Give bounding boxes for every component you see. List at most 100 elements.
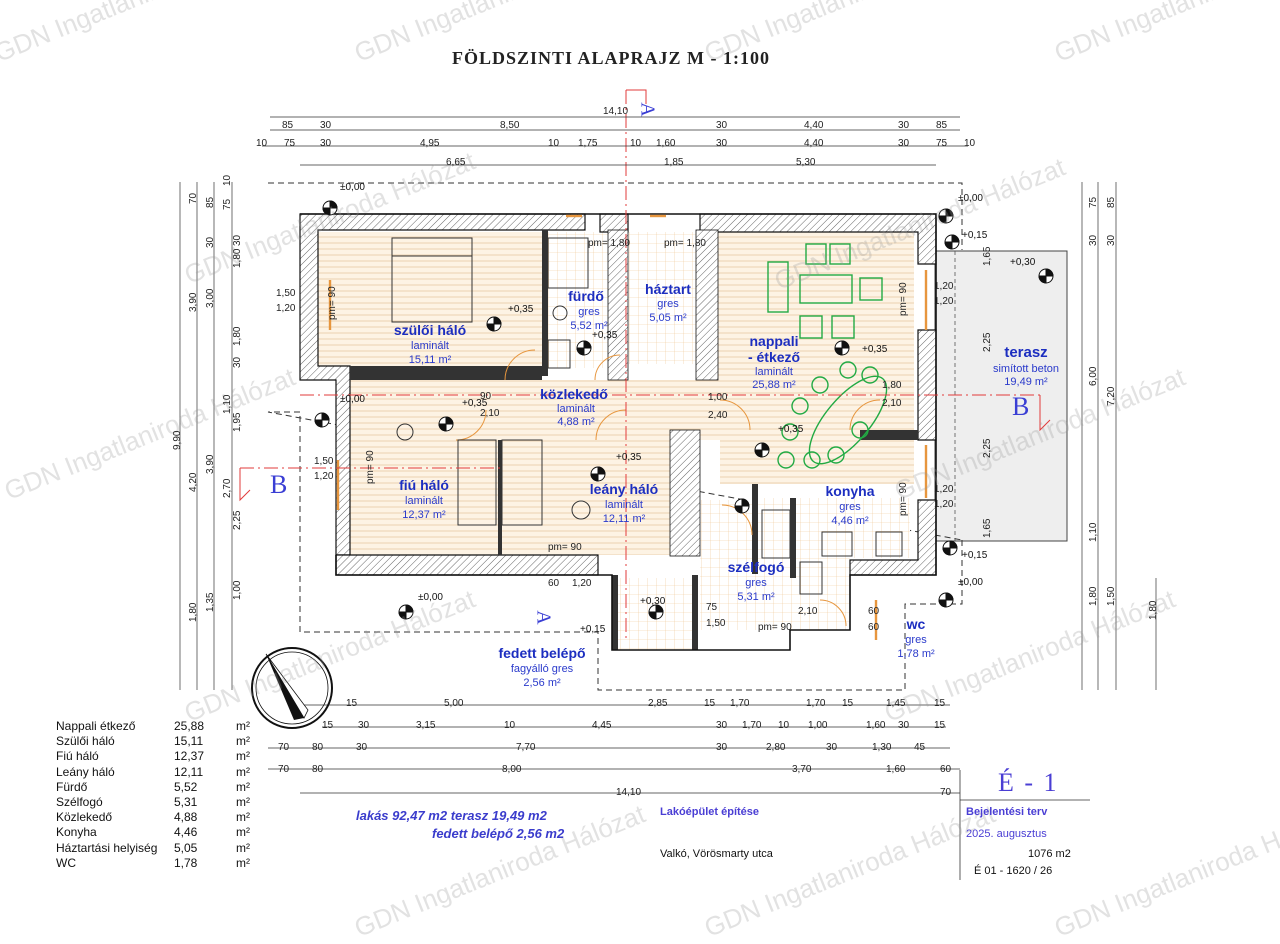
dimension-label: 1,80 (232, 326, 243, 346)
room-floor: laminált (405, 495, 443, 507)
plan-label: pm= 1,80 (588, 238, 630, 249)
plan-label: 60 (868, 622, 880, 633)
area-unit: m² (236, 719, 250, 733)
room-area: 25,88 m² (752, 379, 796, 391)
dimension-label: 30 (358, 720, 370, 731)
area-value: 15,11 (174, 734, 204, 749)
dimension-label: 9,90 (172, 430, 183, 450)
room-name: fürdő (568, 288, 604, 304)
plan-label: 1,20 (934, 281, 954, 292)
plan-label: 1,50 (706, 618, 726, 629)
plan-label: 1,50 (314, 456, 334, 467)
dining-set (767, 243, 888, 469)
dimension-label: 2,85 (648, 698, 668, 709)
floor-utility (628, 232, 696, 364)
room-name: terasz (1004, 344, 1048, 361)
dimension-label: 70 (278, 742, 290, 753)
room-floor: gres (578, 306, 600, 318)
dimension-label: 7,20 (1106, 386, 1117, 406)
level-label: ±0,00 (418, 592, 443, 603)
dimension-label: 3,90 (205, 454, 216, 474)
area-unit: m² (236, 779, 250, 794)
room-name: szülői háló (393, 322, 467, 338)
dimension-label: 15 (322, 720, 334, 731)
level-label: +0,35 (592, 330, 618, 341)
area-value: 12,37 (174, 749, 205, 764)
dimension-label: 15 (934, 720, 946, 731)
dimension-label: 85 (205, 196, 216, 208)
area-unit: m² (236, 825, 250, 840)
dimension-label: 30 (826, 742, 838, 753)
dimension-label: 85 (936, 120, 948, 131)
dimension-label: 30 (716, 120, 728, 131)
dimension-label: 60 (940, 764, 952, 775)
plan-label: pm= 90 (327, 286, 338, 320)
floor-girls-room (500, 440, 670, 555)
dimension-label: 1,65 (982, 246, 993, 266)
floor-entry (700, 500, 850, 630)
area-room-name: Háztartási helyiség (56, 840, 158, 855)
plan-label: 1,20 (572, 578, 592, 589)
dimension-label: 1,80 (188, 602, 199, 622)
area-value: 12,11 (174, 764, 204, 779)
dimension-label: 6,00 (1088, 366, 1099, 386)
dimension-label: 1,80 (1148, 600, 1159, 620)
dimension-label: 2,25 (982, 438, 993, 458)
dimension-label: 80 (312, 742, 324, 753)
area-value: 25,88 (174, 719, 205, 733)
dimension-label: 8,50 (500, 120, 520, 131)
dimension-label: 30 (898, 138, 910, 149)
dimension-label: 30 (232, 234, 243, 246)
dimension-label: 75 (1088, 196, 1099, 208)
room-area: 5,52 m² (570, 320, 608, 332)
dimension-label: 30 (356, 742, 368, 753)
plan-label: 2,10 (882, 398, 902, 409)
area-unit: m² (236, 840, 250, 855)
room-area: 4,88 m² (557, 416, 595, 428)
area-room-name: WC (56, 855, 76, 870)
dimension-label: 10 (222, 174, 233, 186)
dimension-label: 3,15 (416, 720, 436, 731)
dimension-label: 1,45 (886, 698, 906, 709)
dimension-label: 30 (320, 120, 332, 131)
plan-label: 60 (868, 606, 880, 617)
terrace-slab (934, 250, 1068, 542)
plan-label: pm= 90 (758, 622, 792, 633)
room-area: 12,11 m² (602, 513, 646, 525)
dimension-label: 4,20 (188, 472, 199, 492)
dimension-label: 7,70 (516, 742, 536, 753)
dimension-label: 30 (205, 236, 216, 248)
level-label: +0,15 (962, 550, 988, 561)
floor-plan-drawing (179, 89, 1157, 880)
room-area: 12,37 m² (402, 509, 446, 521)
dimension-label: 10 (256, 138, 268, 149)
plan-label: pm= 1,80 (664, 238, 706, 249)
dimension-label: 30 (1106, 234, 1117, 246)
room-floor: gres (839, 501, 861, 513)
level-label: +0,15 (580, 624, 606, 635)
area-room-name: Leány háló (56, 764, 115, 779)
area-room-name: Szélfogó (56, 795, 103, 810)
level-label: ±0,00 (340, 394, 365, 405)
plan-label: 1,20 (934, 296, 954, 307)
room-area: 4,46 m² (831, 515, 869, 527)
dimension-label: 1,95 (232, 412, 243, 432)
dimension-label: 4,40 (804, 120, 824, 131)
plan-type: Bejelentési terv (966, 806, 1048, 818)
dimension-label: 4,40 (804, 138, 824, 149)
level-label: +0,30 (1010, 257, 1036, 268)
dimension-label: 4,45 (592, 720, 612, 731)
plan-label: 60 (548, 578, 560, 589)
plan-label: 1,00 (708, 392, 728, 403)
dimension-label: 2,80 (766, 742, 786, 753)
project-name: Lakóépület építése (660, 806, 760, 818)
furniture (391, 237, 903, 595)
level-label: ±0,00 (340, 182, 365, 193)
room-floor: gres (905, 634, 927, 646)
dimension-label: 1,70 (806, 698, 826, 709)
